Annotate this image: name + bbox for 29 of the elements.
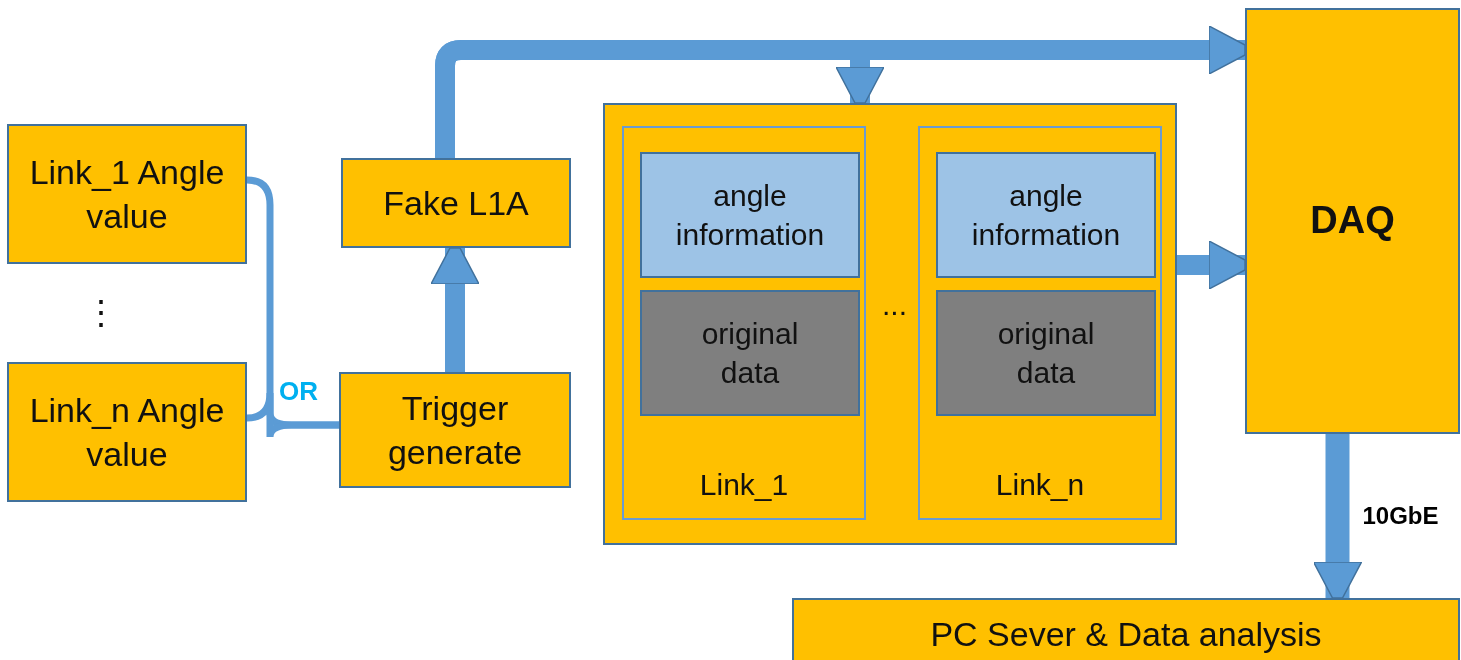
data-box (936, 290, 1156, 416)
box-label: Trigger generate (386, 387, 524, 473)
group-box (918, 126, 1162, 520)
or-label: OR (279, 376, 318, 407)
data-box (936, 152, 1156, 278)
box-label: PC Sever & Data analysis (930, 614, 1322, 655)
box-label: Fake L1A (383, 182, 529, 224)
data-box (640, 152, 860, 278)
process-box (792, 598, 1460, 660)
process-box (339, 372, 571, 488)
box-label: original data (700, 316, 800, 391)
box-label: Link_n (995, 467, 1085, 503)
ellipsis-mark: ... (882, 288, 907, 322)
process-box (7, 124, 247, 264)
group-box (603, 103, 1177, 545)
group-box (622, 126, 866, 520)
ellipsis-mark: ⋮ (84, 292, 118, 332)
process-box (7, 362, 247, 502)
box-label: Link_1 (699, 467, 789, 503)
box-label: angle information (971, 178, 1121, 253)
box-label: Link_n Angle value (29, 389, 225, 475)
box-label: DAQ (1310, 198, 1395, 244)
data-box (640, 290, 860, 416)
process-box (1245, 8, 1460, 434)
edge-label: 10GbE (1362, 502, 1439, 530)
box-label: angle information (675, 178, 825, 253)
process-box (341, 158, 571, 248)
box-label: Link_1 Angle value (29, 151, 225, 237)
box-label: original data (996, 316, 1096, 391)
